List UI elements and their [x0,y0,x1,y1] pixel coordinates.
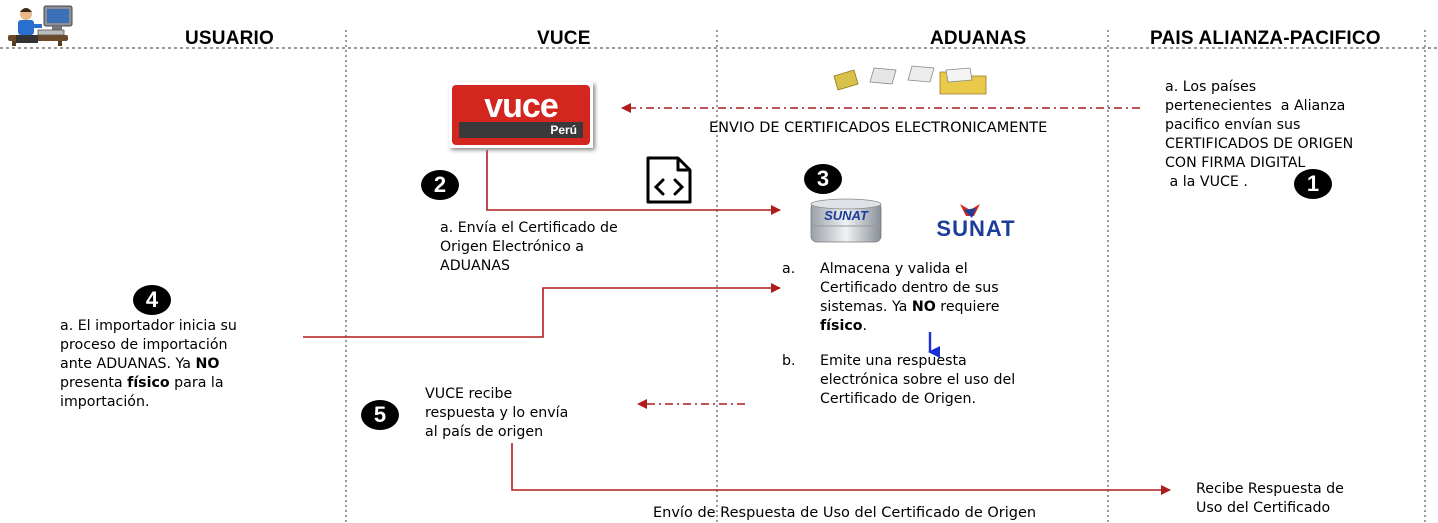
step5-line: VUCE recibe [425,386,513,402]
step1-line: CERTIFICADOS DE ORIGEN [1165,136,1354,152]
step1-line: pertenecientes a Alianza [1165,98,1346,114]
step2-line: Origen Electrónico a [440,239,584,255]
step3-a-line: Certificado dentro de sus [820,280,999,296]
step2-text: a. Envía el Certificado de Origen Electr… [440,219,618,276]
step3-b-marker: b. [782,353,796,369]
step4-line: a. El importador inicia su [60,318,237,334]
step3-a-bold: físico [820,318,863,334]
step1-line: a. Los países [1165,79,1257,95]
step3-a-line: sistemas. Ya NO requiere [820,298,999,317]
step3-b-text: Emite una respuesta electrónica sobre el… [820,352,1015,409]
step4-text-part: ante ADUANAS. Ya [60,356,196,372]
folders-icon [830,62,990,96]
step3-a-text-part: sistemas. Ya [820,299,912,315]
step4-badge: 4 [133,285,171,315]
step1-line: CON FIRMA DIGITAL [1165,155,1306,171]
sunat-logo-text: SUNAT [936,216,1016,241]
step1-badge: 1 [1294,169,1332,199]
recibe-text: Recibe Respuesta de Uso del Certificado [1196,480,1344,518]
step3-b-line: Certificado de Origen. [820,391,977,407]
vuce-logo: vuce Perú [449,82,593,148]
step5-badge: 5 [361,400,399,430]
recibe-line: Recibe Respuesta de [1196,481,1344,497]
step3-a-bold: NO [911,299,936,315]
step5-line: al país de origen [425,424,544,440]
step4-text: a. El importador inicia su proceso de im… [60,317,237,412]
step4-bold: físico [127,375,170,391]
step2-badge: 2 [421,170,459,200]
header-usuario: USUARIO [185,28,275,49]
step3-b-line: electrónica sobre el uso del [820,372,1016,388]
recibe-line: Uso del Certificado [1196,500,1331,516]
step4-text-part: presenta [60,375,128,391]
step4-bold: NO [195,356,220,372]
step3-a-text-part: . [862,318,868,334]
step3-a-text-part: requiere [935,299,1000,315]
step4-line: importación. [60,394,150,410]
step3-badge: 3 [804,164,842,194]
step3-a-text: Almacena y valida el Certificado dentro … [820,260,999,336]
step4-line: proceso de importación [60,337,228,353]
step3-a-line: Almacena y valida el [820,261,968,277]
step4-line: ante ADUANAS. Ya NO [60,355,237,374]
envio-label: ENVIO DE CERTIFICADOS ELECTRONICAMENTE [709,120,1048,136]
step2-line: a. Envía el Certificado de [440,220,618,236]
user-computer-icon [6,2,78,46]
vuce-to-aduanas-arrow [486,150,781,215]
step2-line: ADUANAS [440,258,511,274]
step3-b-line: Emite una respuesta [820,353,967,369]
step4-line: presenta físico para la [60,374,237,393]
step3-a-marker: a. [782,261,796,277]
vuce-logo-subtitle: Perú [459,122,583,138]
step1-line: pacifico envían sus [1165,117,1301,133]
header-aduanas: ADUANAS [930,28,1027,49]
header-vuce: VUCE [537,28,591,49]
step4-text-part: para la [169,375,224,391]
vuce-to-pais-arrow [511,443,1171,495]
sunat-server-logo-text: SUNAT [824,208,868,223]
header-pais: PAIS ALIANZA-PACIFICO [1150,28,1381,49]
sunat-logo: SUNAT [916,200,1036,244]
bottom-label: Envío de Respuesta de Uso del Certificad… [653,505,1037,521]
step5-line: respuesta y lo envía [425,405,569,421]
code-file-icon [638,156,700,204]
step5-text: VUCE recibe respuesta y lo envía al país… [425,385,568,442]
sunat-server-logo: SUNAT [807,196,885,246]
vuce-logo-text: vuce [484,87,559,125]
step1-text: a. Los países pertenecientes a Alianza p… [1165,78,1353,192]
importer-to-aduanas-arrow [303,283,781,338]
step3-a-line: físico. [820,317,999,336]
step1-line: a la VUCE . [1165,174,1248,190]
